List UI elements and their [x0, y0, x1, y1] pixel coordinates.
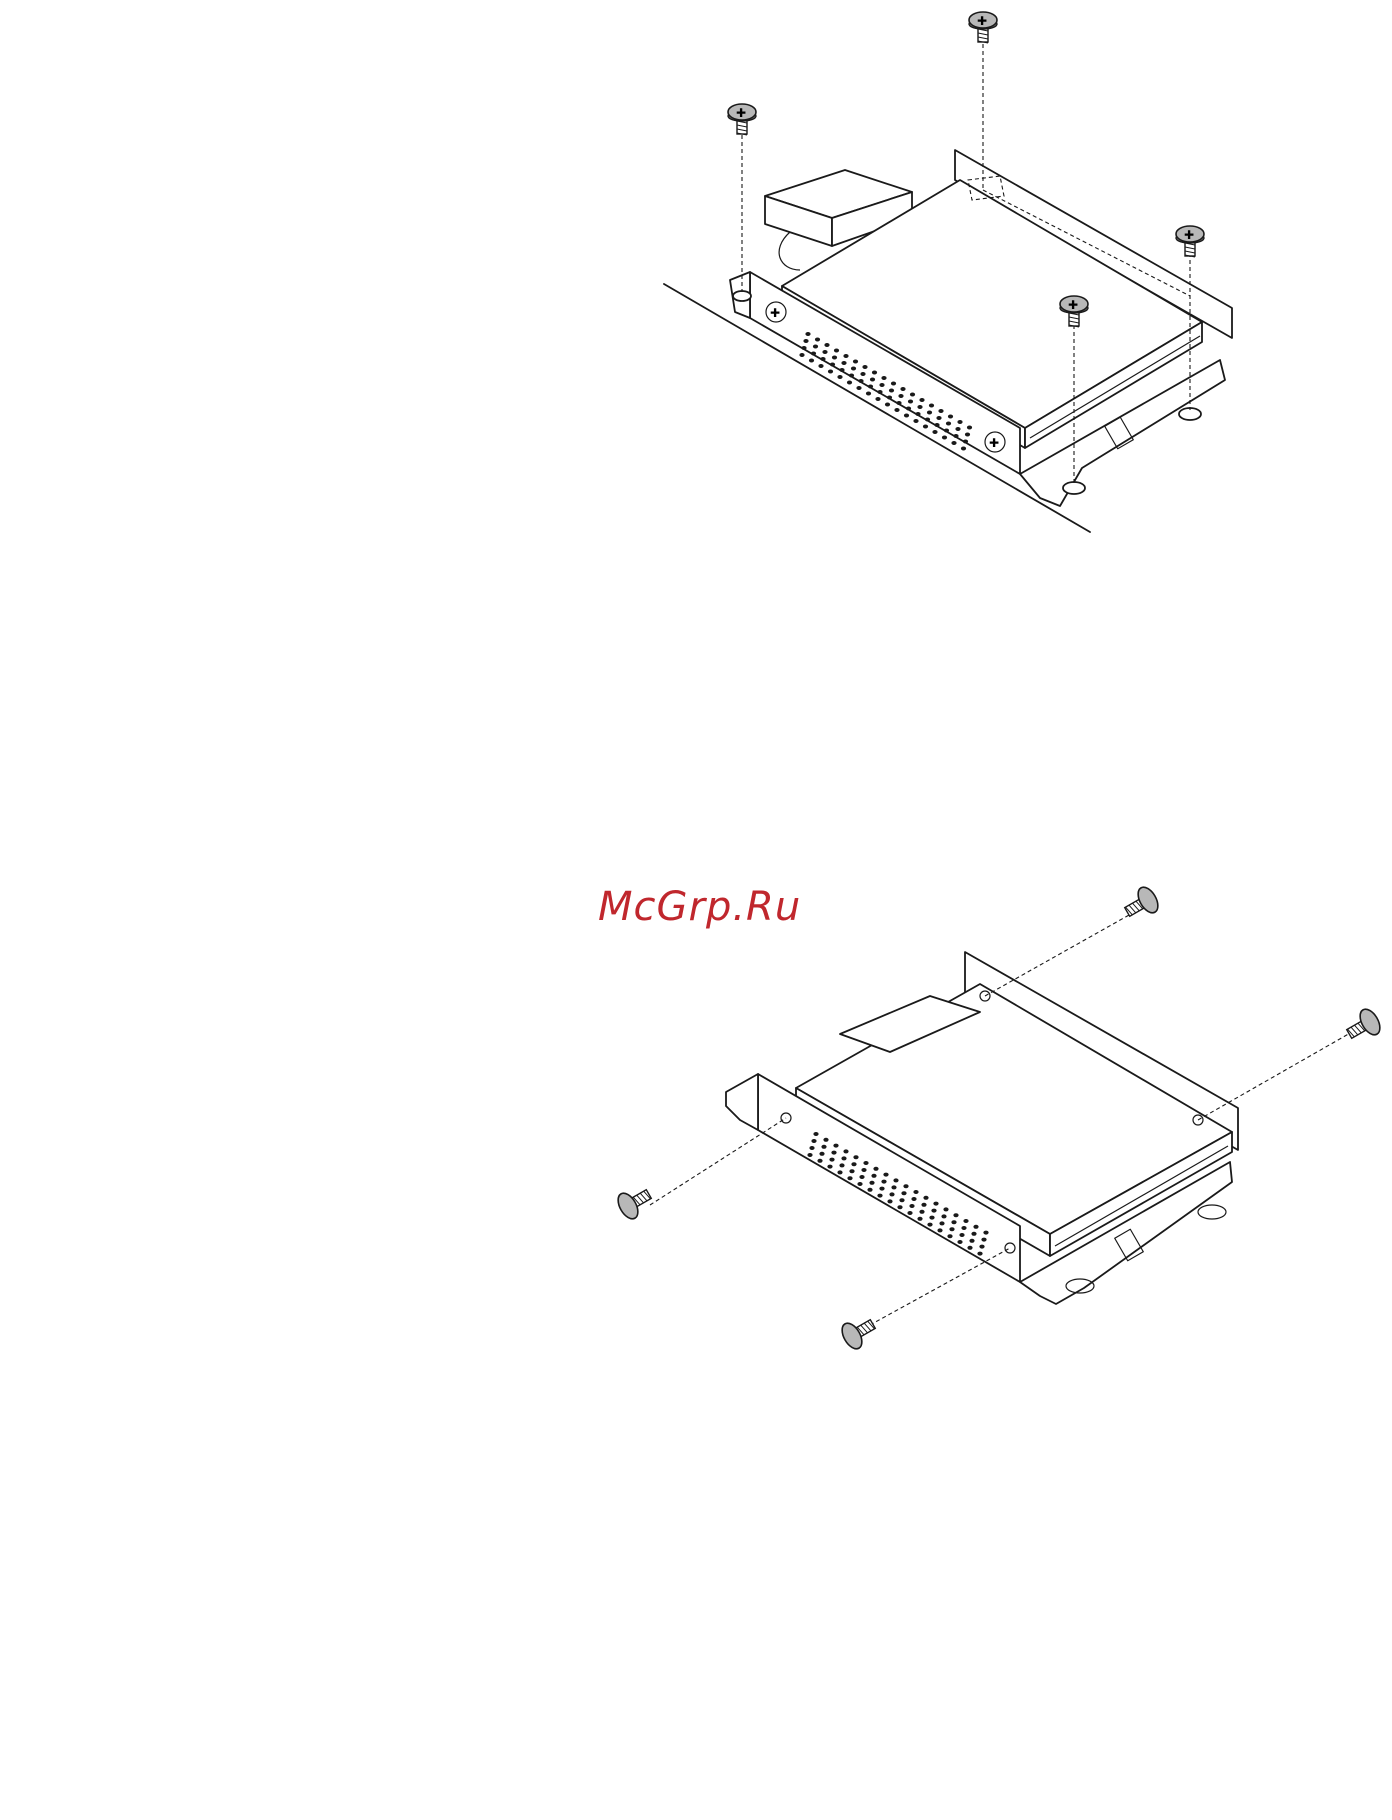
svg-text:✚: ✚: [1068, 298, 1078, 312]
screw-icon: [1120, 884, 1162, 924]
figure-top-screws: ✚ ✚ ✚ ✚ ✚ ✚: [0, 0, 1392, 560]
svg-text:✚: ✚: [770, 306, 780, 320]
side-mount-holes-2: [781, 991, 1203, 1253]
screw-icon: [838, 1312, 880, 1352]
svg-text:✚: ✚: [736, 106, 746, 120]
svg-text:✚: ✚: [989, 436, 999, 450]
screw-icon: ✚: [1176, 226, 1204, 257]
bracket-back-wall-2: [965, 952, 1238, 1150]
screw-icon: [1342, 1006, 1384, 1046]
bracket-base-2: [1020, 1162, 1232, 1304]
svg-text:✚: ✚: [1184, 228, 1194, 242]
screw-icon: [614, 1182, 656, 1222]
screw-icon: ✚: [728, 104, 756, 135]
drive-body-top-2: [796, 984, 1232, 1234]
svg-text:✚: ✚: [977, 14, 987, 28]
bracket-front-wall-2: [758, 1074, 1020, 1282]
watermark: McGrp.Ru: [598, 884, 801, 930]
screw-guides-2: [650, 910, 1352, 1325]
screw-icon: ✚: [969, 12, 997, 43]
vent-holes-2: [807, 1132, 988, 1256]
